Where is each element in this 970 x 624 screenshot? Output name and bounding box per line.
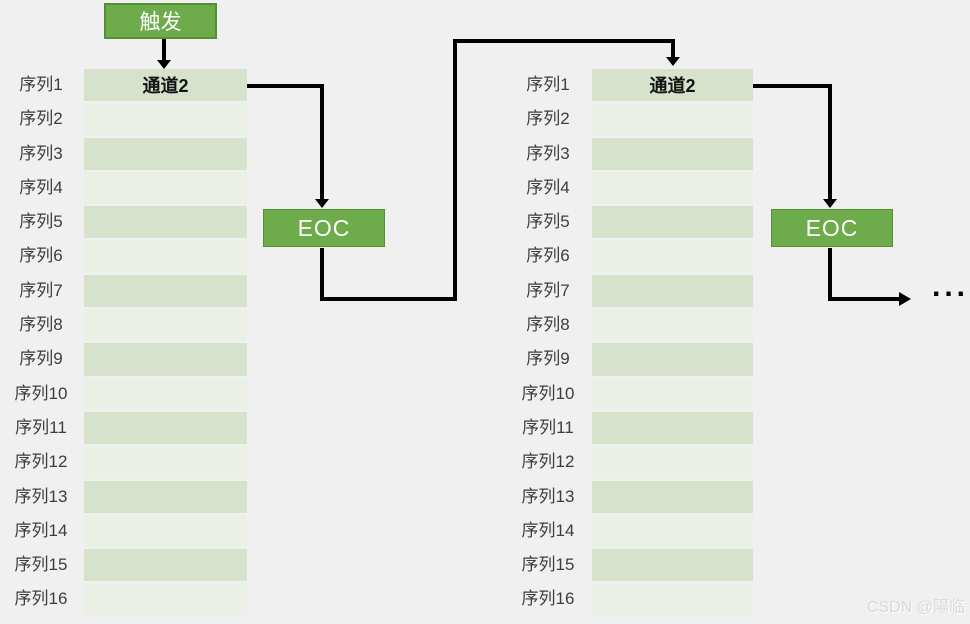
sequence-row-right-5	[592, 206, 753, 239]
arrow-channel-to-eoc-right	[753, 84, 832, 200]
sequence-label-right-6: 序列6	[526, 246, 570, 266]
sequence-table-right: 通道2	[592, 69, 753, 616]
sequence-label-right-4: 序列4	[526, 177, 570, 197]
sequence-label-right-5: 序列5	[526, 212, 570, 232]
sequence-row-right-7	[592, 274, 753, 308]
sequence-label-right-8: 序列8	[526, 315, 570, 335]
sequence-row-left-14	[84, 514, 247, 548]
sequence-row-right-8	[592, 309, 753, 342]
sequence-row-right-4	[592, 171, 753, 205]
sequence-row-right-14	[592, 514, 753, 548]
sequence-row-left-4	[84, 171, 247, 205]
sequence-row-right-9	[592, 343, 753, 376]
channel-header-left: 通道2	[142, 76, 189, 97]
sequence-row-right-16	[592, 583, 753, 616]
sequence-row-left-10	[84, 377, 247, 410]
row-labels-left: 序列1 序列2 序列3 序列4 序列5 序列6 序列7 序列8 序列9 序列10 序列11 序列12 序…	[0, 69, 82, 616]
sequence-label-left-4: 序列4	[19, 177, 63, 197]
arrowhead-eoc-left	[315, 199, 329, 208]
sequence-row-left-9	[84, 343, 247, 376]
eoc-button-right: EOC	[771, 209, 893, 247]
sequence-row-left-16	[84, 583, 247, 616]
sequence-label-left-7: 序列7	[19, 280, 63, 300]
sequence-row-left-7	[84, 274, 247, 308]
row-labels-right: 序列1 序列2 序列3 序列4 序列5 序列6 序列7 序列8 序列9 序列10 序列11 序列12 序…	[507, 69, 589, 616]
sequence-row-right-1: 通道2	[592, 69, 753, 102]
sequence-label-left-10: 序列10	[14, 383, 68, 403]
sequence-label-right-1: 序列1	[526, 75, 570, 94]
sequence-row-left-3	[84, 137, 247, 170]
sequence-row-right-2	[592, 103, 753, 136]
sequence-label-left-13: 序列13	[14, 486, 68, 506]
sequence-row-left-12	[84, 446, 247, 479]
sequence-label-right-9: 序列9	[526, 349, 570, 369]
sequence-row-left-15	[84, 549, 247, 582]
sequence-table-left: 通道2	[84, 69, 247, 616]
sequence-label-right-12: 序列12	[521, 452, 575, 472]
sequence-label-left-15: 序列15	[14, 555, 68, 575]
sequence-label-right-10: 序列10	[521, 383, 575, 403]
arrowhead-eoc-right	[823, 199, 837, 208]
sequence-label-right-16: 序列16	[521, 589, 575, 609]
sequence-row-left-6	[84, 240, 247, 273]
sequence-row-right-3	[592, 137, 753, 170]
sequence-label-left-8: 序列8	[19, 315, 63, 335]
arrow-channel-to-eoc-left	[247, 84, 324, 200]
sequence-label-left-1: 序列1	[19, 75, 63, 94]
sequence-label-left-14: 序列14	[14, 520, 68, 540]
channel-header-right: 通道2	[649, 76, 696, 97]
sequence-row-right-13	[592, 480, 753, 513]
sequence-row-right-10	[592, 377, 753, 410]
sequence-label-left-3: 序列3	[19, 143, 63, 163]
sequence-label-right-11: 序列11	[522, 417, 574, 437]
sequence-row-left-1: 通道2	[84, 69, 247, 102]
sequence-row-right-15	[592, 549, 753, 582]
sequence-label-left-2: 序列2	[19, 109, 63, 129]
continuation-ellipsis: ...	[932, 270, 970, 303]
sequence-label-left-16: 序列16	[14, 589, 68, 609]
trigger-button: 触发	[104, 3, 217, 39]
arrowhead-right-table	[666, 57, 680, 66]
sequence-label-left-5: 序列5	[19, 212, 63, 232]
watermark-text: CSDN @陽临	[866, 599, 965, 616]
sequence-row-left-5	[84, 206, 247, 239]
eoc-button-left: EOC	[263, 209, 385, 247]
arrow-eoc-right-continue	[828, 248, 900, 301]
sequence-label-right-15: 序列15	[521, 555, 575, 575]
sequence-label-left-12: 序列12	[14, 452, 68, 472]
sequence-row-left-11	[84, 411, 247, 445]
sequence-row-left-13	[84, 480, 247, 513]
sequence-label-right-14: 序列14	[521, 520, 575, 540]
sequence-label-right-13: 序列13	[521, 486, 575, 506]
sequence-row-right-12	[592, 446, 753, 479]
sequence-row-left-2	[84, 103, 247, 136]
arrowhead-continue	[899, 292, 911, 306]
sequence-label-right-3: 序列3	[526, 143, 570, 163]
arrowhead-trigger	[157, 60, 171, 69]
sequence-label-left-11: 序列11	[15, 417, 67, 437]
sequence-row-right-11	[592, 411, 753, 445]
sequence-label-left-9: 序列9	[19, 349, 63, 369]
sequence-row-right-6	[592, 240, 753, 273]
sequence-row-left-8	[84, 309, 247, 342]
sequence-label-right-7: 序列7	[526, 280, 570, 300]
sequence-label-left-6: 序列6	[19, 246, 63, 266]
sequence-label-right-2: 序列2	[526, 109, 570, 129]
